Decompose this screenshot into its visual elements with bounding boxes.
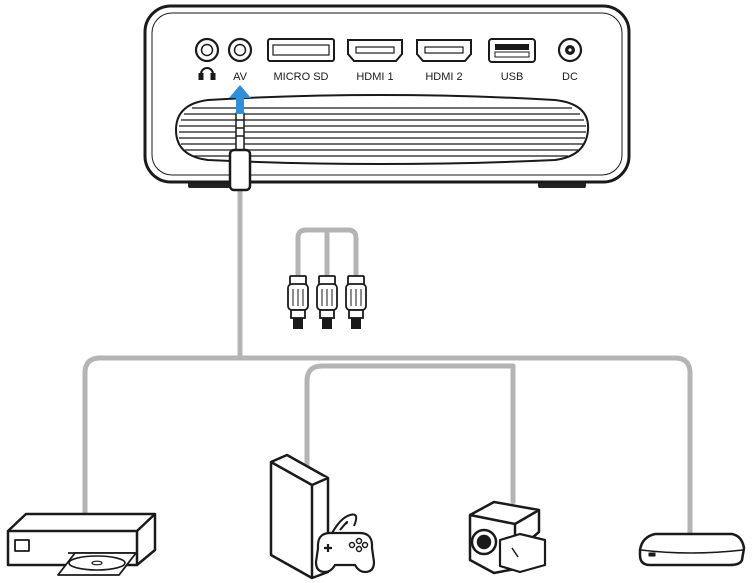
set-top-box-icon: [638, 532, 746, 567]
port-micro-sd: MICRO SD: [267, 38, 335, 83]
port-label-hdmi-2: HDMI 2: [425, 71, 462, 83]
port-label-av: AV: [233, 71, 248, 83]
port-av: AV: [227, 37, 253, 83]
cable-network: [82, 187, 693, 538]
port-label-dc: DC: [562, 71, 578, 83]
port-dc: DC: [557, 37, 583, 83]
rca-plug-left: [287, 275, 309, 329]
port-hdmi-2: HDMI 2: [416, 39, 472, 83]
dvd-player-icon: [6, 512, 157, 576]
cable-to-dvd-player: [82, 355, 243, 517]
rca-splitter-cable: [295, 227, 359, 281]
cable-to-game-console: [304, 363, 516, 473]
rca-plug-right: [345, 275, 367, 329]
cable-to-camcorder-and-box: [237, 355, 693, 538]
game-console-icon: [269, 453, 376, 580]
projector: AV MICRO SD HDMI 1 HDMI 2 USB DC: [143, 4, 631, 188]
port-usb: USB: [488, 38, 536, 83]
vent-grille: [174, 94, 590, 165]
insert-arrow-icon: [229, 85, 251, 114]
usb-port-icon: [488, 38, 536, 63]
port-headphone: [194, 37, 220, 80]
port-hdmi-1: HDMI 1: [347, 39, 403, 83]
port-label-micro-sd: MICRO SD: [274, 71, 329, 83]
vent-slats: [179, 107, 586, 157]
rca-plug-middle: [316, 275, 338, 329]
port-label-usb: USB: [501, 71, 524, 83]
camcorder-icon: [468, 500, 547, 575]
headphone-icon: [198, 67, 216, 80]
rca-plugs: [287, 275, 367, 329]
port-label-hdmi-1: HDMI 1: [356, 71, 393, 83]
projector-panel-inner: [151, 12, 623, 176]
